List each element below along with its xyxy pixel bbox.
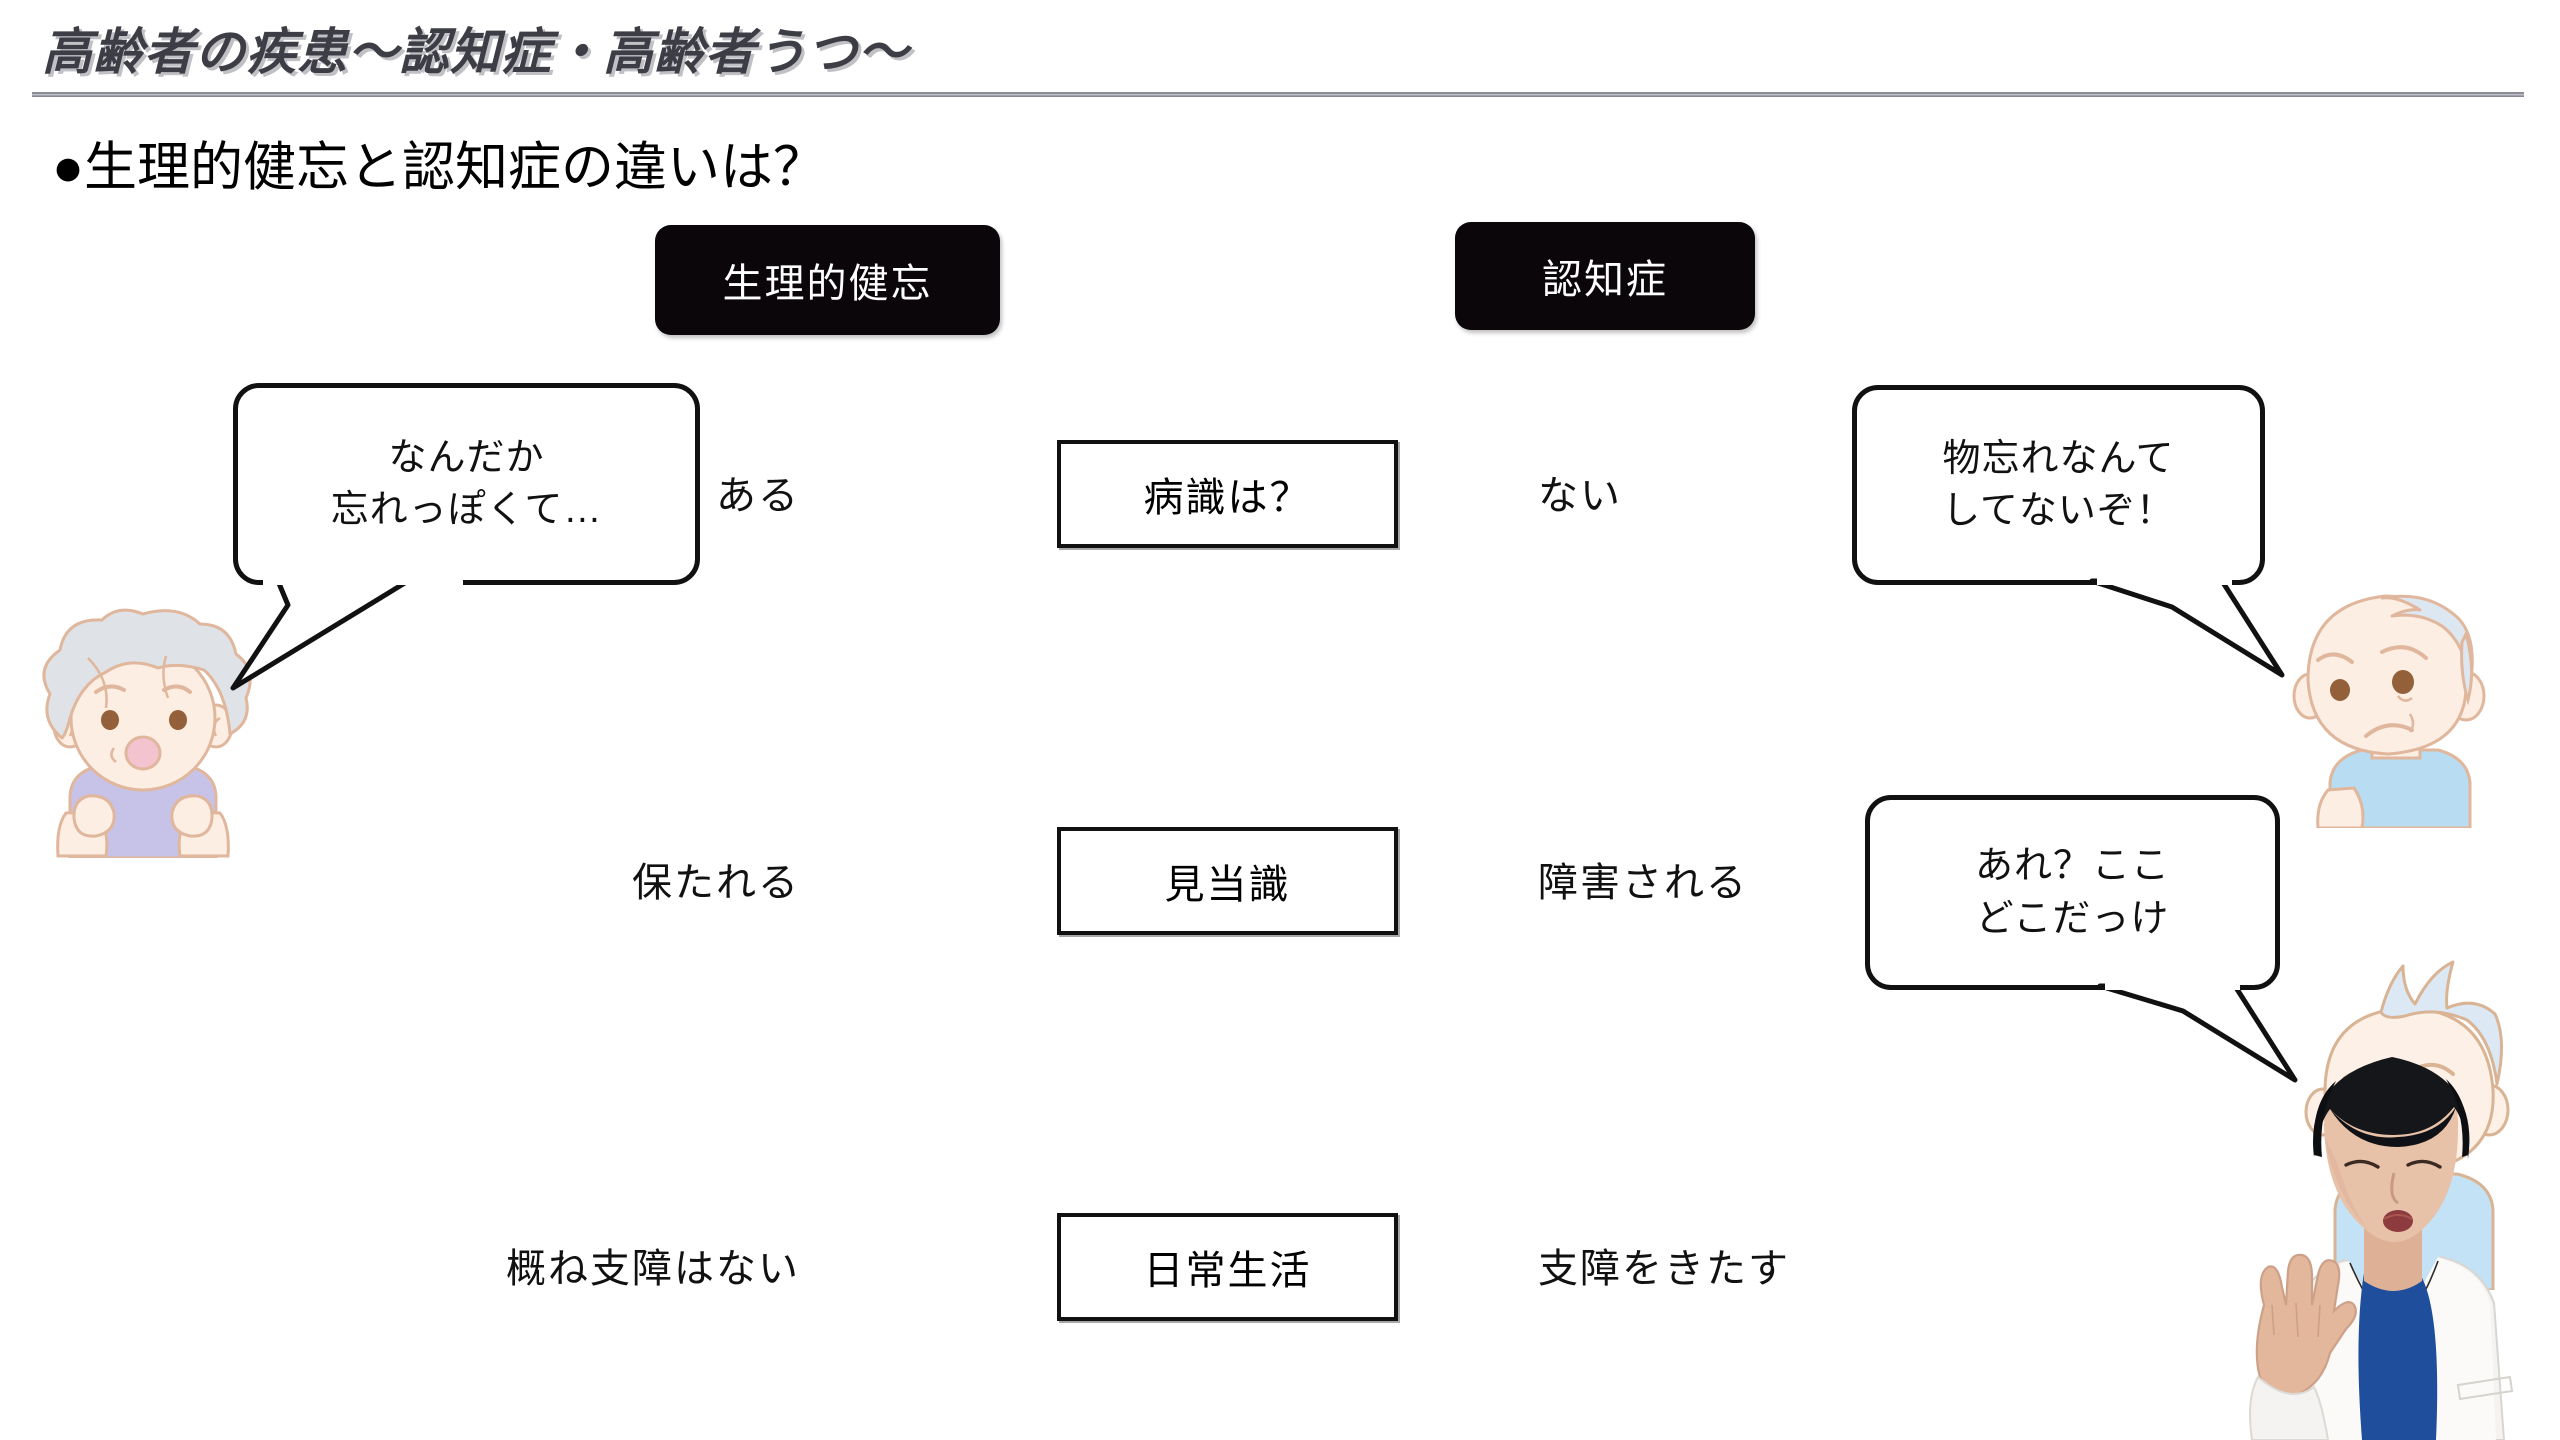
- row-0-left-value: ある: [716, 474, 800, 518]
- row-1-left-value: 保たれる: [632, 861, 800, 905]
- bubble-line-2: どこだっけ: [1975, 897, 2170, 940]
- speech-bubble-man-upper-body: 物忘れなんて してないぞ！: [1852, 385, 2265, 585]
- bubble-line-2: してないぞ！: [1942, 490, 2175, 532]
- page-title: 高齢者の疾患～認知症・高齢者うつ～: [42, 24, 909, 80]
- presenter-video-overlay: [2249, 1057, 2514, 1440]
- row-2-right-value: 支障をきたす: [1538, 1247, 1790, 1291]
- section-heading: ●生理的健忘と認知症の違いは？: [52, 138, 827, 197]
- speech-bubble-tail-icon: [2089, 563, 2285, 678]
- speech-bubble-woman: なんだか 忘れっぽくて…: [230, 383, 853, 703]
- attribute-box-daily-life: 日常生活: [1057, 1213, 1398, 1321]
- row-2-left-value: 概ね支障はない: [506, 1247, 800, 1291]
- elderly-man-upper-illustration: [2292, 594, 2486, 828]
- speech-bubble-man-lower-body: あれ？ここ どこだっけ: [1865, 795, 2280, 990]
- column-header-dementia: 認知症: [1455, 222, 1755, 330]
- speech-bubble-tail-icon: [230, 563, 463, 691]
- row-0-right-value: ない: [1538, 474, 1622, 518]
- speech-bubble-man-lower: あれ？ここ どこだっけ: [1865, 795, 2465, 1095]
- bubble-line-1: あれ？ここ: [1974, 845, 2170, 888]
- row-1-right-value: 障害される: [1538, 861, 1748, 905]
- attribute-box-orientation: 見当識: [1057, 827, 1398, 935]
- attribute-box-insight: 病識は？: [1057, 440, 1398, 548]
- speech-bubble-man-upper: 物忘れなんて してないぞ！: [1852, 385, 2452, 685]
- bubble-line-1: 物忘れなんて: [1942, 437, 2175, 480]
- title-divider: [32, 92, 2524, 97]
- bubble-line-2: 忘れっぽくて…: [330, 489, 603, 531]
- speech-bubble-woman-body: なんだか 忘れっぽくて…: [233, 383, 700, 585]
- bubble-line-1: なんだか: [388, 436, 545, 479]
- elderly-woman-illustration: [42, 608, 252, 858]
- speech-bubble-tail-icon: [2097, 968, 2298, 1083]
- column-header-physiological-forgetfulness: 生理的健忘: [655, 225, 1000, 335]
